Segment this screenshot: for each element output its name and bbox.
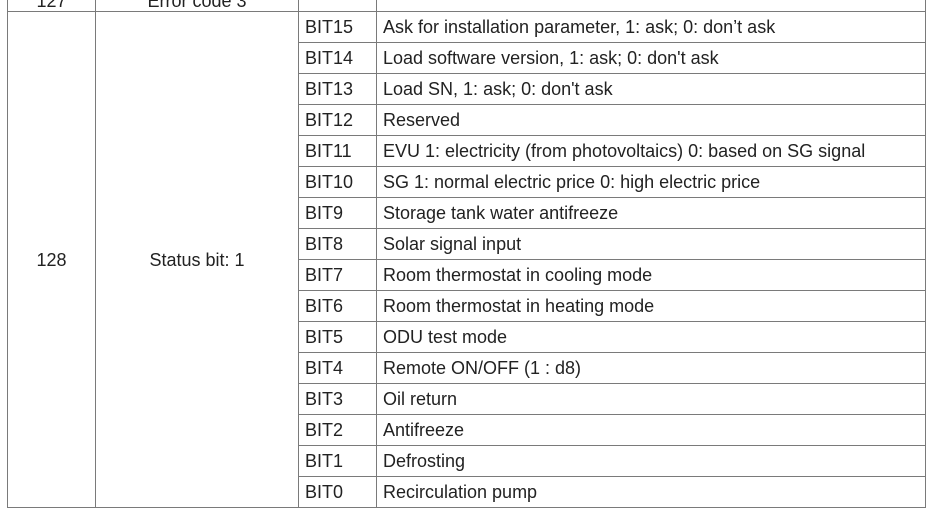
register-name-cell: Error code 3 [95,0,299,12]
bit-cell: BIT6 [298,290,377,322]
bit-cell: BIT0 [298,476,377,508]
bit-cell: BIT12 [298,104,377,136]
bit-description-cell: Room thermostat in cooling mode [376,259,926,291]
bit-description-cell: ODU test mode [376,321,926,353]
bit-cell: BIT2 [298,414,377,446]
register-address-cell: 127 [7,0,96,12]
bit-description-cell: Room thermostat in heating mode [376,290,926,322]
bit-cell [298,0,377,12]
bit-cell: BIT8 [298,228,377,260]
bit-description-cell: Defrosting [376,445,926,477]
bit-description-cell: Ask for installation parameter, 1: ask; … [376,11,926,43]
bit-description-cell: SG 1: normal electric price 0: high elec… [376,166,926,198]
bit-description-cell: Oil return [376,383,926,415]
bit-cell: BIT3 [298,383,377,415]
bit-description-cell: Solar signal input [376,228,926,260]
bit-cell: BIT7 [298,259,377,291]
bit-description-cell: Reserved [376,104,926,136]
bit-description-cell: Load software version, 1: ask; 0: don't … [376,42,926,74]
bit-cell: BIT11 [298,135,377,167]
bit-cell: BIT10 [298,166,377,198]
bit-cell: BIT9 [298,197,377,229]
register-name-cell: Status bit: 1 [95,11,299,508]
bit-description-cell: Load SN, 1: ask; 0: don't ask [376,73,926,105]
bit-cell: BIT15 [298,11,377,43]
bit-description-cell: Recirculation pump [376,476,926,508]
bit-description-cell: Remote ON/OFF (1 : d8) [376,352,926,384]
bit-description-cell: EVU 1: electricity (from photovoltaics) … [376,135,926,167]
bit-cell: BIT1 [298,445,377,477]
bit-cell: BIT13 [298,73,377,105]
bit-description-cell [376,0,926,12]
bit-cell: BIT14 [298,42,377,74]
register-address-cell: 128 [7,11,96,508]
table-row-previous: 127 Error code 3 [7,0,926,12]
bit-cell: BIT4 [298,352,377,384]
bit-description-cell: Antifreeze [376,414,926,446]
bit-description-cell: Storage tank water antifreeze [376,197,926,229]
bit-cell: BIT5 [298,321,377,353]
